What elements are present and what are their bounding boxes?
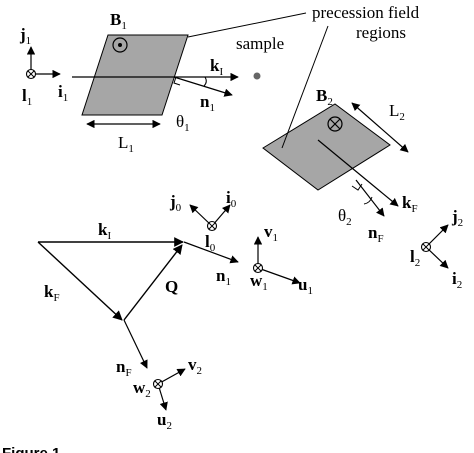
label-L1: L1: [118, 133, 134, 155]
label-n1-tri: n1: [216, 266, 231, 288]
label-kF-right: kF: [402, 193, 418, 215]
right-angle-mark-1: [173, 76, 181, 86]
label-kI-tri: kI: [98, 220, 111, 242]
label-j0: j0: [169, 192, 182, 214]
label-j2: j2: [451, 207, 463, 229]
label-l2: l2: [410, 247, 420, 269]
frame-w1-u-axis: [257, 267, 301, 285]
label-B1: B1: [110, 10, 127, 32]
frame-w2-v-axis: [157, 368, 186, 385]
annotation-sample: sample: [236, 34, 284, 53]
triangle-Q-arrow: [123, 244, 183, 321]
normal-nF-arrow: [355, 179, 385, 217]
L2-dimension-arrow: [351, 102, 409, 153]
label-kI-top: kI: [210, 56, 223, 78]
theta1-arc: [203, 76, 207, 87]
theta2-arc: [363, 196, 373, 205]
label-w2: w2: [133, 378, 151, 400]
annotation-precession-line1: precession field: [312, 3, 420, 22]
label-n1-top: n1: [200, 92, 215, 114]
label-v1: v1: [264, 222, 278, 244]
triangle-nF-arrow: [123, 319, 148, 369]
label-j1: j1: [19, 25, 31, 47]
frame0-j-axis: [189, 204, 213, 227]
label-u1: u1: [298, 275, 313, 297]
label-theta2: θ2: [338, 206, 352, 228]
annotation-precession-line2: regions: [356, 23, 406, 42]
label-L2: L2: [389, 101, 405, 123]
label-w1: w1: [250, 271, 268, 293]
label-u2: u2: [157, 410, 172, 432]
field-in-symbol-2: [327, 116, 343, 132]
frame2-j-axis: [425, 224, 449, 248]
label-v2: v2: [188, 355, 202, 377]
label-i1: i1: [58, 82, 68, 104]
label-i0: i0: [226, 188, 237, 210]
figure-caption: Figure 1: [2, 445, 60, 453]
normal-n1-arrow: [173, 76, 233, 97]
label-Q: Q: [165, 277, 178, 296]
triangle-kF-arrow: [37, 241, 123, 321]
label-l0: l0: [205, 232, 216, 254]
leader-line-2: [281, 25, 329, 149]
triangle-n1-arrow: [183, 241, 239, 264]
label-nF-tri: nF: [116, 357, 132, 379]
field-out-dot-1: [118, 43, 122, 47]
label-theta1: θ1: [176, 112, 190, 134]
sample-dot: [253, 72, 261, 80]
label-B2: B2: [316, 86, 333, 108]
label-kF-tri: kF: [44, 282, 60, 304]
label-nF-right: nF: [368, 223, 384, 245]
field-in-cross-b: [329, 118, 341, 130]
precession-plate-1: [81, 34, 189, 116]
field-out-symbol-1: [112, 37, 128, 53]
label-l1: l1: [22, 86, 32, 108]
label-i2: i2: [452, 269, 462, 291]
leader-line-1: [187, 12, 307, 38]
frame2-i-axis: [425, 246, 449, 269]
right-angle-mark-2: [351, 183, 363, 191]
beam-final: [317, 139, 399, 207]
